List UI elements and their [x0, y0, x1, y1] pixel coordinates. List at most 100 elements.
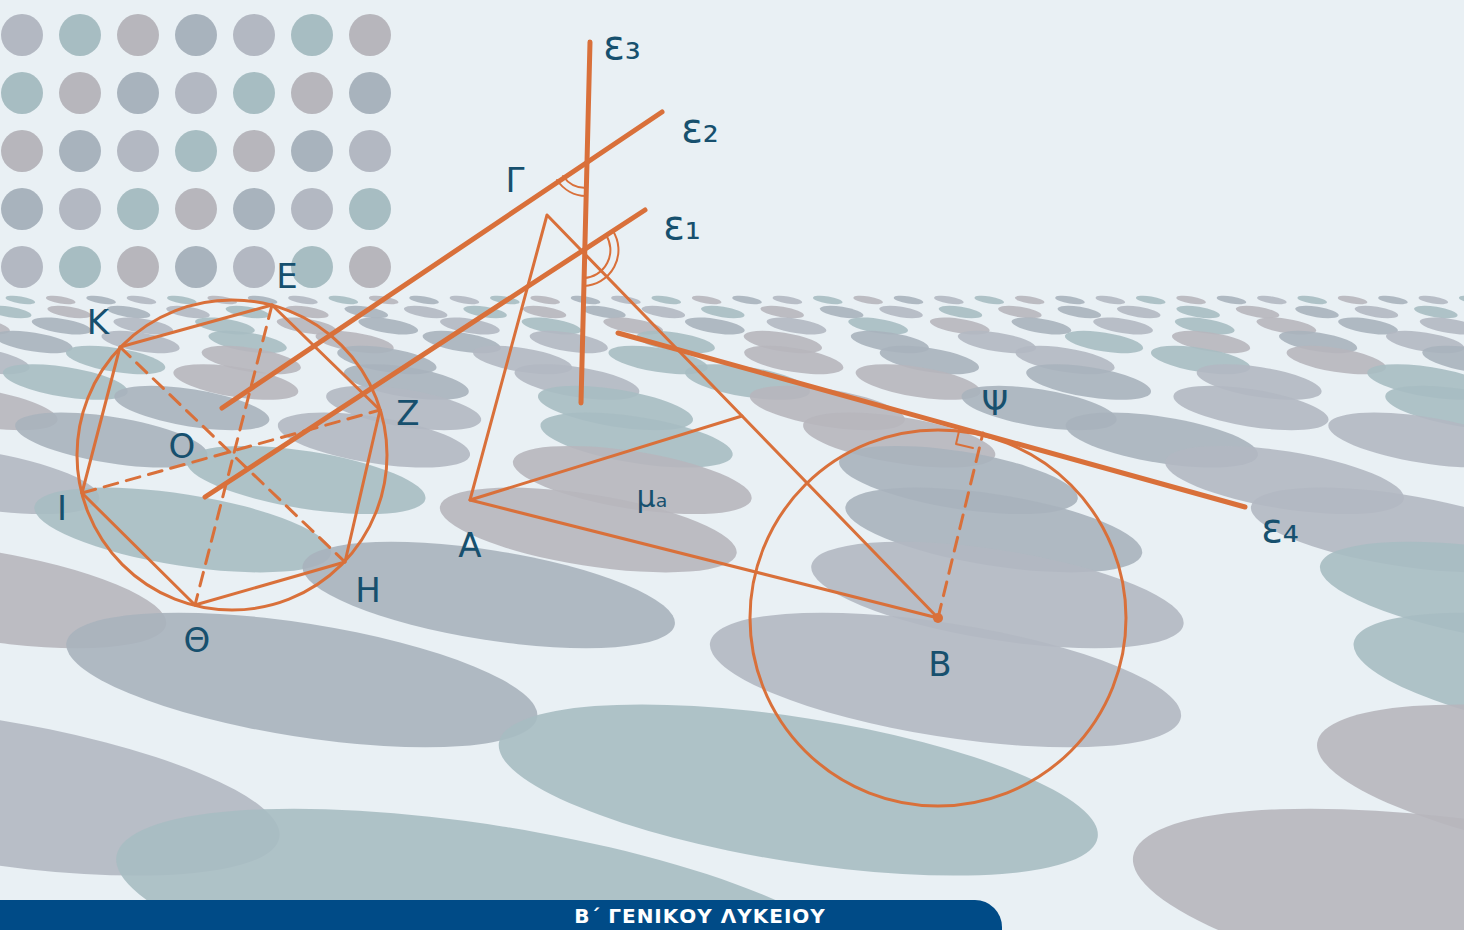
- figures: [77, 42, 1245, 806]
- point-label: ε₄: [1261, 508, 1299, 548]
- floor-ellipse: [1458, 294, 1464, 306]
- dot: [349, 130, 391, 172]
- bottom-bar: [0, 900, 1002, 930]
- right-angle-mark: [956, 427, 973, 448]
- floor-ellipse: [288, 294, 319, 306]
- band-title: Β΄ ΓΕΝΙΚΟΥ ΛΥΚΕΙΟΥ: [574, 906, 826, 926]
- circle-b: [750, 430, 1126, 806]
- dot: [59, 14, 101, 56]
- radius: [938, 433, 983, 618]
- dot: [233, 246, 275, 288]
- floor-ellipse: [772, 294, 803, 306]
- floor-ellipse: [684, 314, 746, 338]
- point-label: Ψ: [982, 386, 1009, 420]
- dot: [1, 246, 43, 288]
- point-label: Β: [928, 647, 951, 681]
- floor-ellipse: [1216, 294, 1247, 306]
- floor-ellipses: [0, 294, 1464, 930]
- point-label: Ε: [276, 259, 297, 293]
- dot: [1, 188, 43, 230]
- line-e3: [581, 42, 590, 403]
- dot: [59, 188, 101, 230]
- dot: [117, 14, 159, 56]
- floor-ellipse: [878, 303, 923, 320]
- floor-ellipse: [1010, 314, 1072, 338]
- dot: [349, 14, 391, 56]
- dot: [349, 188, 391, 230]
- dot: [1, 130, 43, 172]
- floor-ellipse: [1057, 303, 1102, 320]
- floor-ellipse: [1294, 303, 1339, 320]
- dot: [291, 72, 333, 114]
- floor-ellipse: [1418, 294, 1449, 306]
- point-label: ε₃: [603, 25, 641, 65]
- floor-ellipse: [403, 303, 448, 320]
- floor-ellipse: [974, 294, 1005, 306]
- median: [470, 416, 742, 500]
- dot: [117, 130, 159, 172]
- floor-ellipse: [57, 587, 546, 774]
- dot: [175, 72, 217, 114]
- dot: [117, 246, 159, 288]
- point-label: ε₁: [663, 205, 701, 245]
- floor-ellipse: [1119, 768, 1464, 930]
- floor-ellipse: [893, 294, 924, 306]
- dot: [291, 188, 333, 230]
- floor-ellipse: [853, 294, 884, 306]
- dot-pattern: [1, 14, 391, 288]
- floor-ellipse: [1176, 294, 1207, 306]
- floor-ellipse: [934, 294, 965, 306]
- point-label: Γ: [506, 163, 525, 197]
- dot: [291, 14, 333, 56]
- dot: [175, 188, 217, 230]
- dot: [349, 246, 391, 288]
- dot: [291, 130, 333, 172]
- dot: [233, 130, 275, 172]
- line-e1: [205, 210, 645, 497]
- dot: [59, 246, 101, 288]
- dot: [233, 188, 275, 230]
- triangle: [470, 215, 938, 618]
- floor-ellipse: [1055, 294, 1086, 306]
- circumcircle: [77, 300, 387, 610]
- point-label: Ι: [57, 491, 67, 525]
- line-e2: [222, 112, 662, 408]
- point-label: Η: [355, 573, 381, 607]
- point-label: Α: [458, 528, 481, 562]
- floor-ellipse: [5, 294, 36, 306]
- dot: [233, 14, 275, 56]
- floor-ellipse: [1297, 294, 1328, 306]
- point-label: Ο: [169, 429, 196, 463]
- floor-ellipse: [126, 294, 157, 306]
- floor-ellipse: [1257, 294, 1288, 306]
- angle-marks: [557, 176, 618, 286]
- tangent-e4: [618, 333, 1245, 507]
- dot: [175, 14, 217, 56]
- dot: [1, 72, 43, 114]
- dot: [175, 246, 217, 288]
- dot: [59, 72, 101, 114]
- dot: [349, 72, 391, 114]
- floor-ellipse: [1378, 294, 1409, 306]
- dot: [233, 72, 275, 114]
- center-point: [933, 613, 943, 623]
- diagonals: [82, 305, 380, 605]
- hexagon: [82, 305, 380, 605]
- floor-ellipse: [449, 294, 480, 306]
- floor-ellipse: [0, 326, 74, 357]
- point-label: ε₂: [681, 108, 719, 148]
- point-label: Ζ: [396, 396, 419, 430]
- dot: [59, 130, 101, 172]
- dot: [117, 188, 159, 230]
- floor-ellipse: [732, 294, 763, 306]
- floor-ellipse: [45, 294, 76, 306]
- floor-ellipse: [328, 294, 359, 306]
- floor-ellipse: [812, 294, 843, 306]
- dot: [117, 72, 159, 114]
- dot: [1, 14, 43, 56]
- floor-ellipse: [1014, 294, 1045, 306]
- floor-ellipse: [1135, 294, 1166, 306]
- floor-ellipse: [1337, 294, 1368, 306]
